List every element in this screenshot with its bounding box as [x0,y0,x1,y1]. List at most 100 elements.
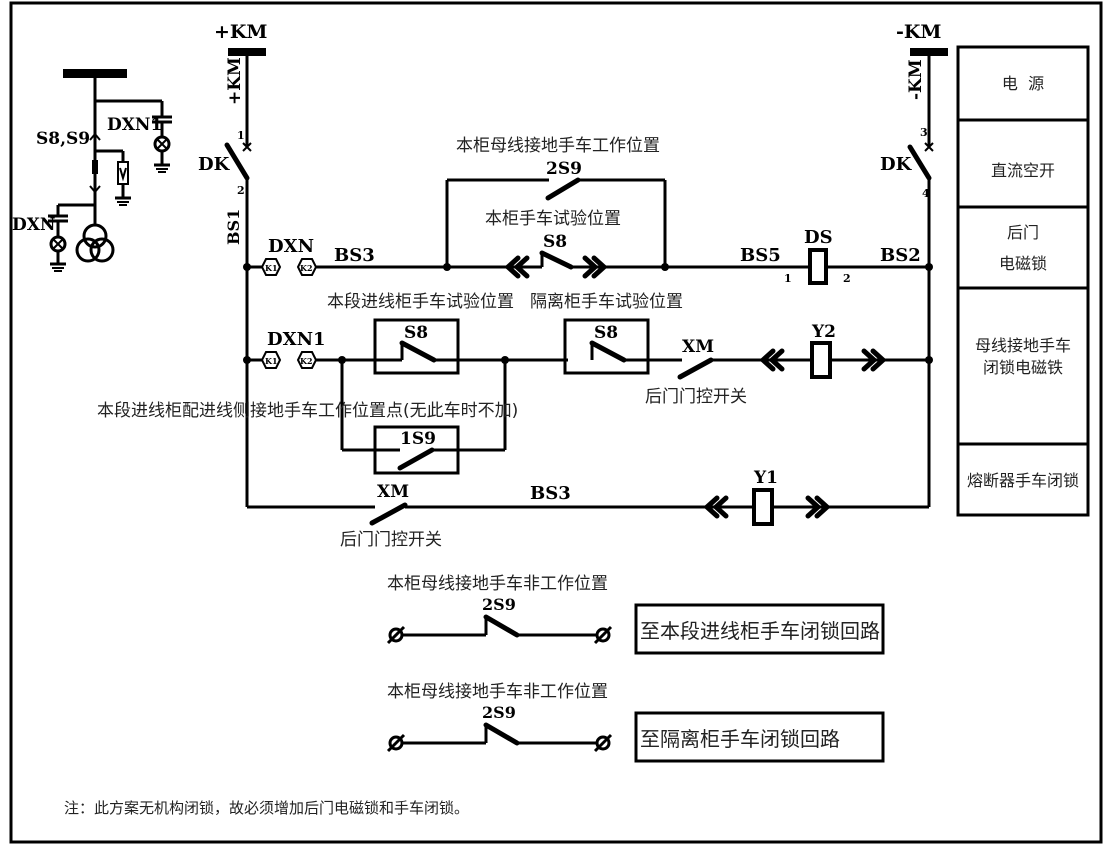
breaker-label-dk-left: DK [198,154,231,175]
breaker-label-dk-right: DK [880,154,913,175]
wire-label-bs3: BS3 [334,245,375,266]
terminal-k2: K2 [300,263,313,273]
single-line-diagram: DXN1 S8,S9 [12,69,172,272]
destination-box [634,711,885,763]
wire-label-bs1: BS1 [224,209,243,245]
fuse-icon [92,160,98,174]
contact-label-s8-isolator: S8 [594,323,618,343]
caption-rear-door-switch: 后门门控开关 [340,530,442,550]
terminal-number: 2 [237,184,245,197]
drawing-frame [9,1,1103,844]
aux-contact-label: 2S9 [482,703,516,722]
coil-label-ds: DS [804,227,833,248]
legend-power-supply: 电 源 [1002,74,1044,93]
terminal-icon [386,733,406,753]
contact-label-2s9: 2S9 [546,159,582,179]
plug-connector-icon [703,495,729,519]
transformer-icon [75,223,115,263]
aux-caption: 本柜母线接地手车非工作位置 [387,682,608,702]
coil-label-y1: Y1 [753,468,778,488]
coil-label-y2: Y2 [811,322,836,342]
legend-fuse-truck-interlock: 熔断器手车闭锁 [967,471,1079,490]
destination-incomer-interlock: 至本段进线柜手车闭锁回路 [640,619,880,643]
main-busbar [63,69,127,78]
indicator-label-dxn1: DXN1 [267,329,326,350]
plug-down-icon [89,185,101,194]
indicator-label-dxn: DXN [12,215,55,235]
terminal-number: 3 [920,126,928,139]
caption-isolator-truck-test: 隔离柜手车试验位置 [530,292,683,312]
legend-dc-breaker: 直流空开 [991,161,1055,180]
legend-table: 电 源 直流空开 后门 电磁锁 母线接地手车 闭锁电磁铁 熔断器手车闭锁 [956,45,1090,517]
contact-2s9-blade [545,177,581,201]
switch-label-xm: XM [682,337,714,357]
caption-incomer-truck-test: 本段进线柜手车试验位置 [327,292,514,312]
aux-caption: 本柜母线接地手车非工作位置 [387,574,608,594]
terminal-number: 4 [922,187,930,200]
wire-label-bs5: BS5 [740,245,781,266]
terminal-icon [593,733,613,753]
terminal-icon [593,625,613,645]
positive-supply: +KM +KM 1 DK 2 BS1 [198,21,267,507]
aux-contact-2: 本柜母线接地手车非工作位置 2S9 至隔离柜手车闭锁回路 [386,682,885,763]
contact-label-s8: S8 [543,232,567,252]
negative-supply: -KM -KM 3 DK 4 [880,21,948,507]
lamp-icon [153,135,171,153]
legend-interlock-magnet: 闭锁电磁铁 [983,358,1063,377]
caption-incomer-earth-truck: 本段进线柜配进线侧接地手车工作位置点(无此车时不加) [97,401,518,421]
terminal-cross-icon [242,142,252,152]
plug-connector-icon [759,348,785,372]
breaker-blade [224,142,250,181]
caption-busbar-earth-truck-service: 本柜母线接地手车工作位置 [456,136,660,156]
destination-box [634,603,885,655]
switch-label-s8-s9: S8,S9 [36,129,90,149]
terminal-k2: K2 [300,356,313,366]
terminal-number: 1 [237,129,245,142]
ground-icon [50,262,66,272]
aux-contact-1: 本柜母线接地手车非工作位置 2S9 至本段进线柜手车闭锁回路 [386,574,885,655]
door-lock-coil-ds [808,248,828,285]
interlock-coil-y1 [752,488,774,526]
contact-label-s8-incomer: S8 [404,323,428,343]
bus-label-positive: +KM [214,21,267,43]
bus-label-negative: -KM [896,21,941,43]
footnote: 注：此方案无机构闭锁，故必须增加后门电磁锁和手车闭锁。 [64,799,469,817]
contact-label-1s9: 1S9 [400,429,436,449]
terminal-number: 1 [784,272,792,285]
contact-box-s8-isolator [563,318,650,375]
indicator-dxn: K1 K2 DXN [260,236,318,276]
indicator-label-dxn: DXN [268,236,314,257]
wire-label-bs3-bottom: BS3 [530,483,571,504]
caption-rear-door-switch: 后门门控开关 [645,387,747,407]
destination-isolator-interlock: 至隔离柜手车闭锁回路 [640,727,840,751]
breaker-blade [907,144,932,181]
indicator-dxn1: K1 K2 DXN1 [260,329,326,369]
door-switch-xm-blade [369,502,408,526]
wire-label-bs2: BS2 [880,245,921,266]
ground-icon [154,163,170,173]
switch-label-xm: XM [377,482,409,502]
terminal-icon [386,625,406,645]
plug-connector-icon [582,255,608,279]
terminal-k1: K1 [265,356,278,366]
bus-label-positive-vertical: +KM [225,57,245,105]
aux-contact-label: 2S9 [482,595,516,614]
contact-box-s8-incomer [373,318,460,375]
bus-label-negative-vertical: -KM [906,59,926,100]
terminal-number: 2 [843,272,851,285]
caption-truck-test-position: 本柜手车试验位置 [485,209,621,229]
plug-up-icon [89,132,101,141]
legend-electromagnetic-lock: 电磁锁 [999,254,1047,273]
indicator-label-dxn1: DXN1 [107,115,162,135]
interlock-coil-y2 [810,341,832,379]
branch-1: K1 K2 DXN BS3 2S9 本柜母线接地手车工作位置 本柜手车试验位置 … [243,136,933,285]
branch-2: K1 K2 DXN1 本段进线柜手车试验位置 隔离柜手车试验位置 S8 S8 X… [97,292,933,475]
legend-rear-door: 后门 [1007,223,1039,242]
plug-connector-icon [861,348,887,372]
door-switch-xm-blade [677,357,714,380]
terminal-cross-icon [924,142,934,152]
terminal-k1: K1 [265,263,278,273]
plug-connector-icon [805,495,831,519]
lamp-icon [49,235,67,253]
